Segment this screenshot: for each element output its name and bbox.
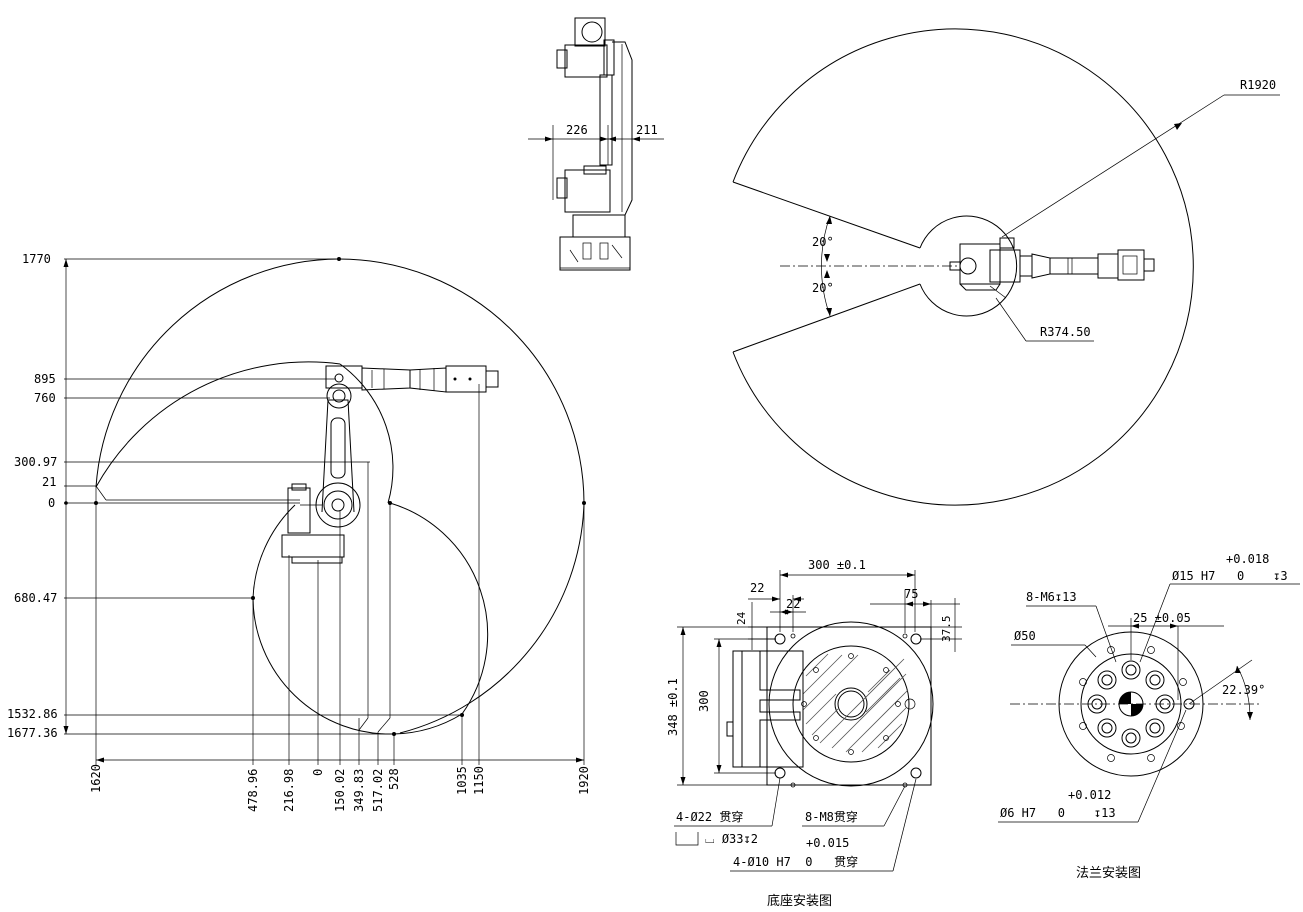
dim-h-1920: 1920 (577, 766, 591, 795)
angle-lower: 20° (812, 281, 834, 295)
dim-h-0: 0 (311, 769, 325, 776)
lower-reach-arc-c (252, 504, 296, 599)
dim-37-5: 37.5 (940, 616, 953, 643)
dim-h-517-02: 517.02 (371, 769, 385, 812)
dim-v-680-47: 680.47 (14, 591, 57, 605)
flange-offset-dim: 25 ±0.05 (1133, 611, 1191, 625)
top-view: 20° 20° R1920 R374.50 (732, 28, 1280, 506)
lower-reach-arc-b (252, 597, 463, 735)
note-counterbore: ⌴ Ø33↧2 (705, 832, 758, 846)
dim-v-1532-86: 1532.86 (7, 707, 58, 721)
note-holes: 4-Ø22 贯穿 (676, 809, 743, 824)
note-pins: 4-Ø10 H7 0 贯穿 (733, 854, 858, 869)
middle-reach-arc (95, 361, 341, 488)
dim-22-right: 22 (786, 597, 800, 611)
flange-angle: 22.39° (1222, 683, 1265, 697)
radius-inner: R374.50 (1040, 325, 1091, 339)
note-threads: 8-M8贯穿 (805, 809, 858, 824)
flange-diameter: Ø50 (1014, 629, 1036, 643)
dim-h-528: 528 (387, 768, 401, 790)
base-caption: 底座安装图 (767, 893, 832, 909)
base-tolerance: +0.015 (806, 836, 849, 850)
base-mounting-view: 300 ±0.1 22 22 24 75 37.5 348 ±0.1 (666, 558, 962, 909)
dim-h-216-98: 216.98 (282, 769, 296, 812)
base-outline (766, 626, 932, 786)
flange-small-pin-note: Ø6 H7 0 ↧13 (1000, 806, 1116, 820)
base-inner-height: 300 (697, 690, 711, 712)
dim-v-300-97: 300.97 (14, 455, 57, 469)
inner-arc (339, 363, 394, 504)
flange-small-pin-tol: +0.012 (1068, 788, 1111, 802)
dim-h-478-96: 478.96 (246, 769, 260, 812)
robot-side-body (281, 365, 499, 564)
lower-reach-arc-a (389, 502, 489, 715)
dim-75: 75 (904, 587, 918, 601)
dim-h-150-02: 150.02 (333, 769, 347, 812)
flange-mounting-view: Ø50 8-M6↧13 +0.018 Ø15 H7 0 ↧3 25 ±0.05 … (998, 552, 1300, 881)
dim-h-349-83: 349.83 (352, 769, 366, 812)
dim-226: 226 (566, 123, 588, 137)
outer-reach-arc-left (95, 258, 340, 488)
dim-v-760: 760 (34, 391, 56, 405)
flange-pin-tol: +0.018 (1226, 552, 1269, 566)
dim-v-1770: 1770 (22, 252, 51, 266)
dim-24: 24 (735, 611, 748, 625)
dim-v-21: 21 (42, 475, 56, 489)
dim-v-0: 0 (48, 496, 55, 510)
dim-v-1677-36: 1677.36 (7, 726, 58, 740)
robot-top-body (949, 237, 1155, 299)
dim-h-1150: 1150 (472, 766, 486, 795)
dim-h-1620: 1620 (89, 764, 103, 793)
base-height-dim: 348 ±0.1 (666, 678, 680, 736)
front-view: 226 211 (528, 17, 664, 271)
flange-bolt-holes (1087, 660, 1175, 748)
flange-threads: 8-M6↧13 (1026, 590, 1077, 604)
lower-limit-line (732, 283, 921, 353)
dim-22-left: 22 (750, 581, 764, 595)
dim-211: 211 (636, 123, 658, 137)
flange-caption: 法兰安装图 (1076, 866, 1141, 881)
base-width-dim: 300 ±0.1 (808, 558, 866, 572)
workspace-arc (732, 28, 1194, 506)
upper-limit-line (732, 181, 921, 249)
flange-pin-note: Ø15 H7 0 ↧3 (1172, 569, 1288, 583)
dim-h-1035: 1035 (455, 766, 469, 795)
angle-upper: 20° (812, 235, 834, 249)
dim-v-895: 895 (34, 372, 56, 386)
inner-radius-arc (919, 215, 1018, 317)
outer-reach-arc (338, 258, 585, 734)
side-view: 1770 895 760 300.97 21 0 680.47 1532.86 … (7, 252, 591, 812)
radius-outer: R1920 (1240, 78, 1276, 92)
